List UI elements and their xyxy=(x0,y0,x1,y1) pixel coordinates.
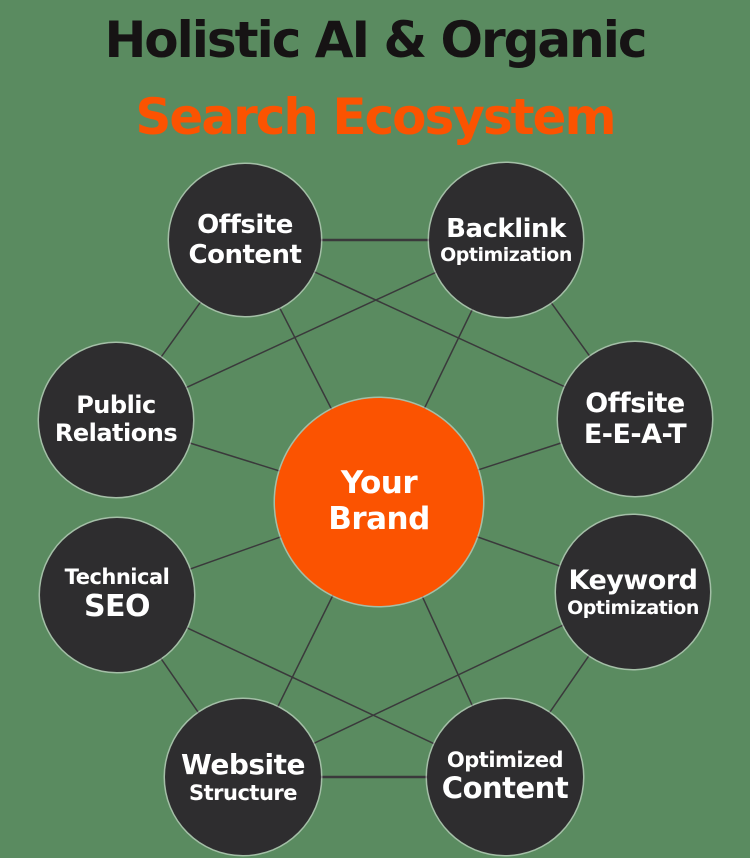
node-label-line-1: Optimized xyxy=(446,748,564,772)
node-label-line-2: Content xyxy=(188,240,302,270)
title-line-2: Search Ecosystem xyxy=(135,88,616,146)
node-label-line-1: Offsite xyxy=(585,387,685,419)
node-label-line-2: Optimization xyxy=(567,596,699,619)
node-label-line-2: Structure xyxy=(188,781,298,806)
page-title: Holistic AI & Organic Search Ecosystem xyxy=(0,2,750,156)
node-label-line-2: Content xyxy=(441,771,569,806)
node-label-line-2: Relations xyxy=(54,419,178,447)
node-label-line-2: E-E-A-T xyxy=(583,419,687,450)
node-label-line-1: Offsite xyxy=(197,209,293,240)
title-line-1: Holistic AI & Organic xyxy=(104,11,647,69)
node-label-line-2: SEO xyxy=(83,588,151,624)
node-label-line-1: Keyword xyxy=(568,565,699,597)
node-label-line-1: Backlink xyxy=(446,213,566,244)
node-label-line-2: Brand xyxy=(328,501,430,537)
node-label-line-1: Technical xyxy=(64,565,170,590)
node-label-line-2: Optimization xyxy=(440,244,572,267)
node-label-line-1: Public xyxy=(76,391,156,420)
node-label-line-1: Website xyxy=(180,747,306,781)
node-label-line-1: Your xyxy=(340,465,418,502)
